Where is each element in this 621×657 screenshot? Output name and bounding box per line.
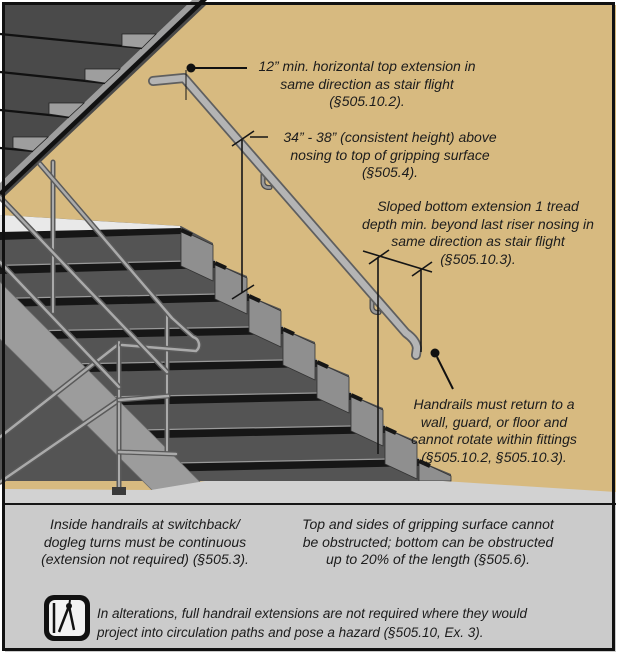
- image-border: [2, 2, 615, 651]
- caption-panel: Inside handrails at switchback/dogleg tu…: [5, 503, 616, 652]
- guard-railing: [0, 159, 202, 495]
- upper-flight: [0, 0, 208, 198]
- upper-stringer-edge: [0, 0, 208, 198]
- note-alterations: In alterations, full handrail extensions…: [97, 606, 528, 640]
- alterations-compass-icon: [44, 595, 90, 641]
- leader-lines: [186, 63, 454, 390]
- floor: [5, 481, 616, 503]
- dimension-lines: [185, 70, 433, 454]
- wall-handrail: [148, 73, 422, 360]
- note-gripping-surface: Top and sides of gripping surface cannot…: [302, 516, 554, 567]
- note-inside-handrails: Inside handrails at switchback/dogleg tu…: [41, 516, 249, 567]
